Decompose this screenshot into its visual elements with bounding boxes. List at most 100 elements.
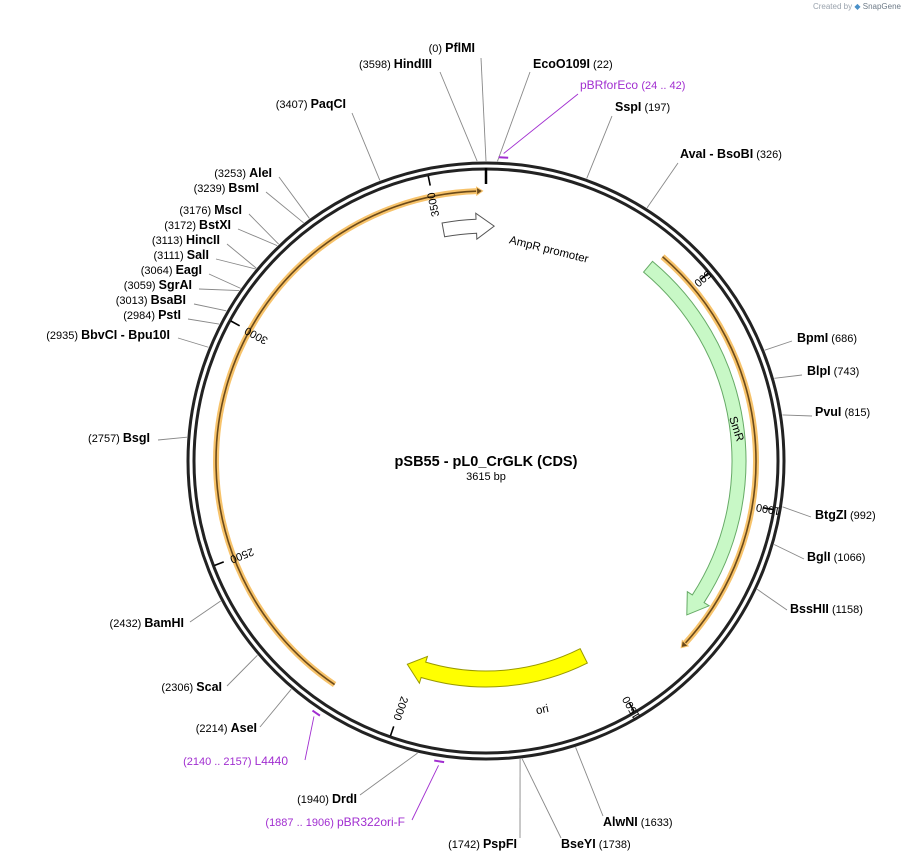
- site-label-pvui[interactable]: PvuI (815): [815, 405, 870, 419]
- site-label-bstxi[interactable]: (3172) BstXI: [164, 218, 231, 232]
- tick-mark-3500: [427, 175, 431, 186]
- site-label-bseyi[interactable]: BseYI (1738): [561, 837, 631, 851]
- leader-line-scai: [226, 654, 258, 687]
- site-label-bgli[interactable]: BglI (1066): [807, 550, 865, 564]
- primer-label-l4440[interactable]: (2140 .. 2157) L4440: [183, 754, 288, 768]
- leader-line-bsabi: [193, 303, 227, 312]
- site-label-ecoo109i[interactable]: EcoO109I (22): [533, 57, 613, 71]
- site-label-sspi[interactable]: SspI (197): [615, 100, 670, 114]
- leader-line-sgrai: [198, 288, 240, 291]
- site-label-eagi[interactable]: (3064) EagI: [141, 263, 202, 277]
- leader-line-bseyi: [521, 758, 562, 839]
- site-label-bsgi[interactable]: (2757) BsgI: [88, 431, 150, 445]
- label-leader-lines: [157, 57, 813, 839]
- site-label-asei[interactable]: (2214) AseI: [196, 721, 257, 735]
- tick-label-2000: 2000: [390, 695, 409, 722]
- leader-line-blpi: [774, 374, 803, 379]
- site-label-pflmi[interactable]: (0) PflMI: [429, 41, 475, 55]
- tick-mark-3000: [230, 320, 241, 327]
- site-label-sali[interactable]: (3111) SalI: [154, 248, 209, 262]
- orange-arc-core-1: [215, 190, 477, 686]
- site-label-alei[interactable]: (3253) AleI: [214, 166, 272, 180]
- orange-arc-arrow-1: [475, 186, 484, 197]
- site-label-drdi[interactable]: (1940) DrdI: [297, 792, 357, 806]
- leader-line-bbvci: [177, 337, 209, 348]
- snapgene-logo-icon: ◆: [854, 2, 861, 11]
- primer-leader-pbrforeco: [503, 93, 579, 154]
- orange-arc-1: [213, 188, 477, 688]
- orange-arc-arrow-0: [680, 639, 690, 649]
- leader-line-btgzi: [782, 506, 812, 518]
- site-label-bsshii[interactable]: BssHII (1158): [790, 602, 863, 616]
- leader-line-paqci: [351, 112, 381, 181]
- orange-arc-core-0: [662, 256, 757, 644]
- leader-line-avai: [646, 162, 679, 209]
- leader-line-alwni: [575, 747, 604, 817]
- primer-label-pbr322ori-f[interactable]: (1887 .. 1906) pBR322ori-F: [265, 815, 405, 829]
- credit-brand: SnapGene: [862, 2, 901, 11]
- tick-mark-500: [700, 272, 709, 281]
- feature-arrow-1[interactable]: [642, 260, 747, 616]
- leader-line-psti: [187, 318, 220, 325]
- leader-line-pflmi: [480, 57, 487, 162]
- site-label-bbvci[interactable]: (2935) BbvCI - Bpu10I: [46, 328, 170, 342]
- primer-label-pbrforeco[interactable]: pBRforEco (24 .. 42): [580, 78, 685, 92]
- leader-line-eagi: [208, 273, 241, 289]
- feature-arrow-0[interactable]: [441, 212, 496, 241]
- site-label-hindiii[interactable]: (3598) HindIII: [359, 57, 432, 71]
- orange-arcs: [213, 186, 759, 688]
- site-label-psti[interactable]: (2984) PstI: [123, 308, 181, 322]
- leader-line-bsmi: [265, 191, 304, 224]
- leader-line-hindiii: [439, 71, 478, 162]
- leader-line-bstxi: [237, 228, 278, 247]
- tick-mark-2000: [389, 726, 395, 737]
- site-label-blpi[interactable]: BlpI (743): [807, 364, 859, 378]
- site-label-avai[interactable]: AvaI - BsoBI (326): [680, 147, 782, 161]
- credit-prefix: Created by: [812, 2, 853, 11]
- site-label-pspfi[interactable]: (1742) PspFI: [448, 837, 517, 851]
- feature-label-ampr-promoter[interactable]: AmpR promoter: [508, 234, 590, 265]
- leader-line-bpmi: [764, 340, 793, 351]
- leader-line-bamhi: [189, 600, 221, 623]
- primer-bar-pbrforeco[interactable]: [498, 156, 509, 159]
- leader-line-bsshii: [756, 588, 788, 611]
- plasmid-length: 3615 bp: [466, 471, 506, 483]
- leader-line-bgli: [773, 544, 805, 560]
- leader-line-hincii: [226, 243, 257, 269]
- site-label-alwni[interactable]: AlwNI (1633): [603, 815, 673, 829]
- primer-leader-pbr322ori-f: [411, 765, 439, 821]
- primers: pBRforEco (24 .. 42) (2140 .. 2157) L4440…: [183, 78, 685, 829]
- leader-line-ecoo109i: [497, 71, 531, 162]
- site-label-scai[interactable]: (2306) ScaI: [161, 680, 222, 694]
- features: [406, 212, 747, 688]
- site-label-bsabi[interactable]: (3013) BsaBI: [116, 293, 186, 307]
- tick-mark-1500: [628, 702, 635, 712]
- site-labels: (0) PflMI EcoO109I (22) SspI (197) AvaI - B…: [46, 41, 875, 851]
- primer-bar-pbr322ori-f[interactable]: [434, 759, 445, 764]
- leader-line-drdi: [359, 752, 418, 796]
- site-label-paqci[interactable]: (3407) PaqCI: [276, 97, 346, 111]
- site-label-bamhi[interactable]: (2432) BamHI: [110, 616, 184, 630]
- site-label-sgrai[interactable]: (3059) SgrAI: [124, 278, 192, 292]
- site-label-msci[interactable]: (3176) MscI: [179, 203, 242, 217]
- backbone-outer-circle: [186, 161, 786, 761]
- site-label-btgzi[interactable]: BtgZI (992): [815, 508, 876, 522]
- primer-bar-l4440[interactable]: [311, 709, 321, 717]
- tick-label-1000: 1000: [755, 501, 781, 517]
- plasmid-title: pSB55 - pL0_CrGLK (CDS): [395, 454, 578, 470]
- leader-line-msci: [248, 213, 279, 245]
- site-label-bsmi[interactable]: (3239) BsmI: [194, 181, 259, 195]
- snapgene-credit: Created by ◆ SnapGene: [813, 2, 901, 11]
- site-label-hincii[interactable]: (3113) HincII: [152, 233, 220, 247]
- feature-arrow-2[interactable]: [406, 648, 589, 688]
- tick-mark-2500: [214, 561, 225, 567]
- feature-label-ori[interactable]: ori: [535, 703, 550, 717]
- site-label-bpmi[interactable]: BpmI (686): [797, 331, 857, 345]
- leader-line-alei: [278, 176, 310, 219]
- leader-line-bsgi: [157, 436, 187, 441]
- primer-leader-l4440: [304, 716, 315, 761]
- leader-line-asei: [259, 688, 292, 728]
- leader-line-sali: [215, 258, 256, 270]
- tick-label-3000: 3000: [243, 324, 270, 346]
